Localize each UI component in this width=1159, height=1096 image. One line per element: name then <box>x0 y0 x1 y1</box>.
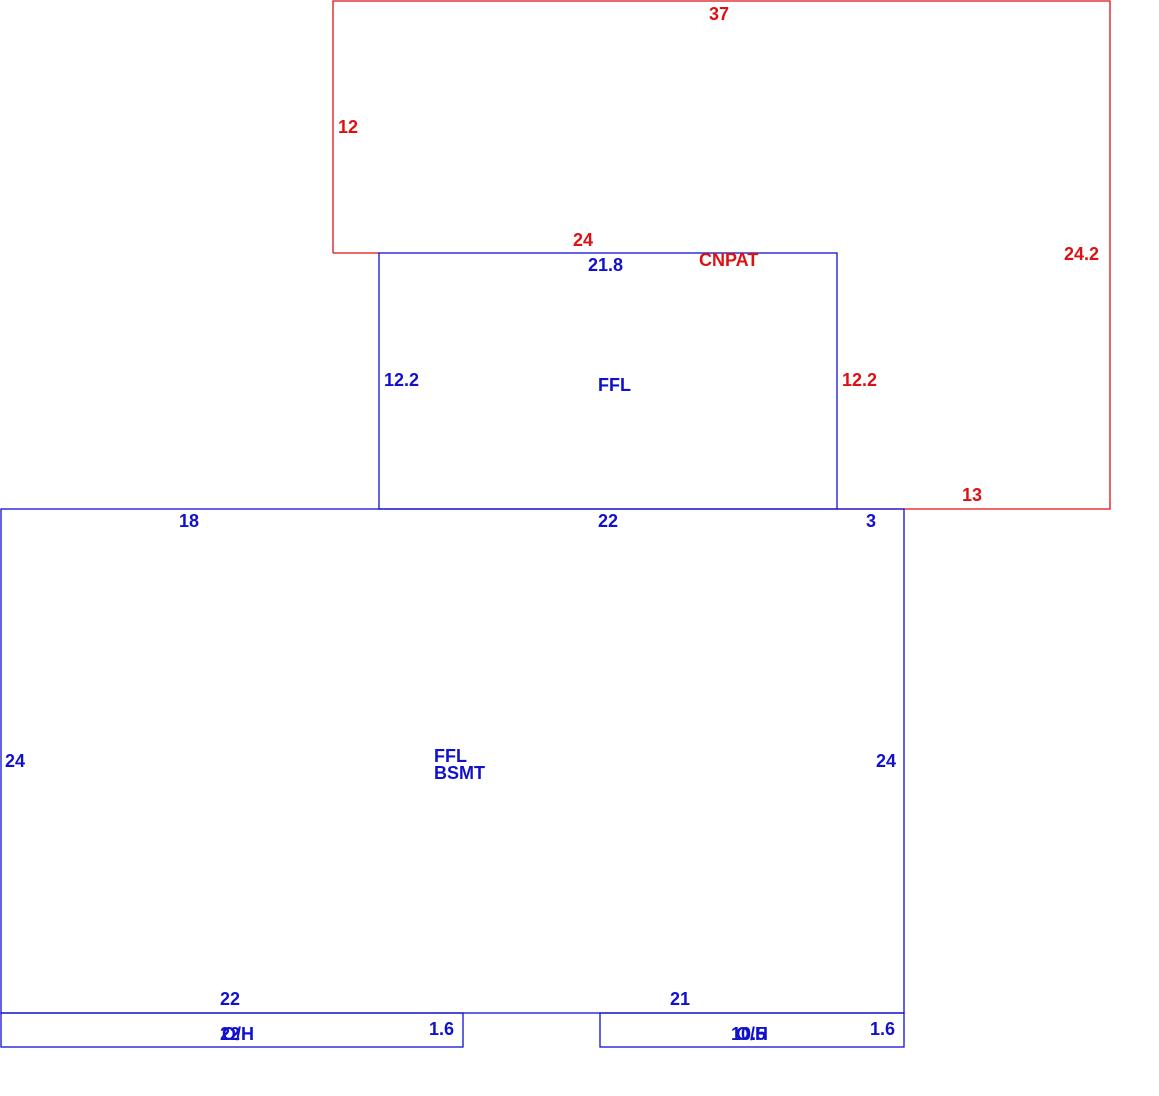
upper-area-label: FFL <box>598 375 631 395</box>
main-dim-left: 24 <box>5 751 25 771</box>
main-dim-bottom-left: 22 <box>220 989 240 1009</box>
main-dim-top-mid: 22 <box>598 511 618 531</box>
main-area-label-line2: BSMT <box>434 763 485 783</box>
main-dim-right: 24 <box>876 751 896 771</box>
main-dim-bottom-right: 21 <box>670 989 690 1009</box>
cnpat-dim-bottom: 13 <box>962 485 982 505</box>
cnpat-area-label: CNPAT <box>699 250 758 270</box>
overhang-left-label: O/H <box>222 1024 254 1044</box>
main-dim-top-right: 3 <box>866 511 876 531</box>
main-area-label-line1: FFL <box>434 746 467 766</box>
overhang-left-dim-length: 22 <box>220 1024 240 1044</box>
overhang-right-label: O/H <box>736 1024 768 1044</box>
overhang-right-dim-length: 10.5 <box>731 1024 766 1044</box>
overhang-left-dim-depth: 1.6 <box>429 1019 454 1039</box>
cnpat-dim-inner-right: 12.2 <box>842 370 877 390</box>
cnpat-dim-top: 37 <box>709 4 729 24</box>
overhang-right-dim-depth: 1.6 <box>870 1019 895 1039</box>
upper-dim-left: 12.2 <box>384 370 419 390</box>
overhang-right-outline <box>599 1012 905 1048</box>
cnpat-dim-left: 12 <box>338 117 358 137</box>
upper-dim-top: 21.8 <box>588 255 623 275</box>
carport-patio-outline <box>332 0 1111 510</box>
cnpat-dim-inner-top: 24 <box>573 230 593 250</box>
cnpat-dim-right: 24.2 <box>1064 244 1099 264</box>
overhang-left-outline <box>0 1012 464 1048</box>
main-dim-top-left: 18 <box>179 511 199 531</box>
